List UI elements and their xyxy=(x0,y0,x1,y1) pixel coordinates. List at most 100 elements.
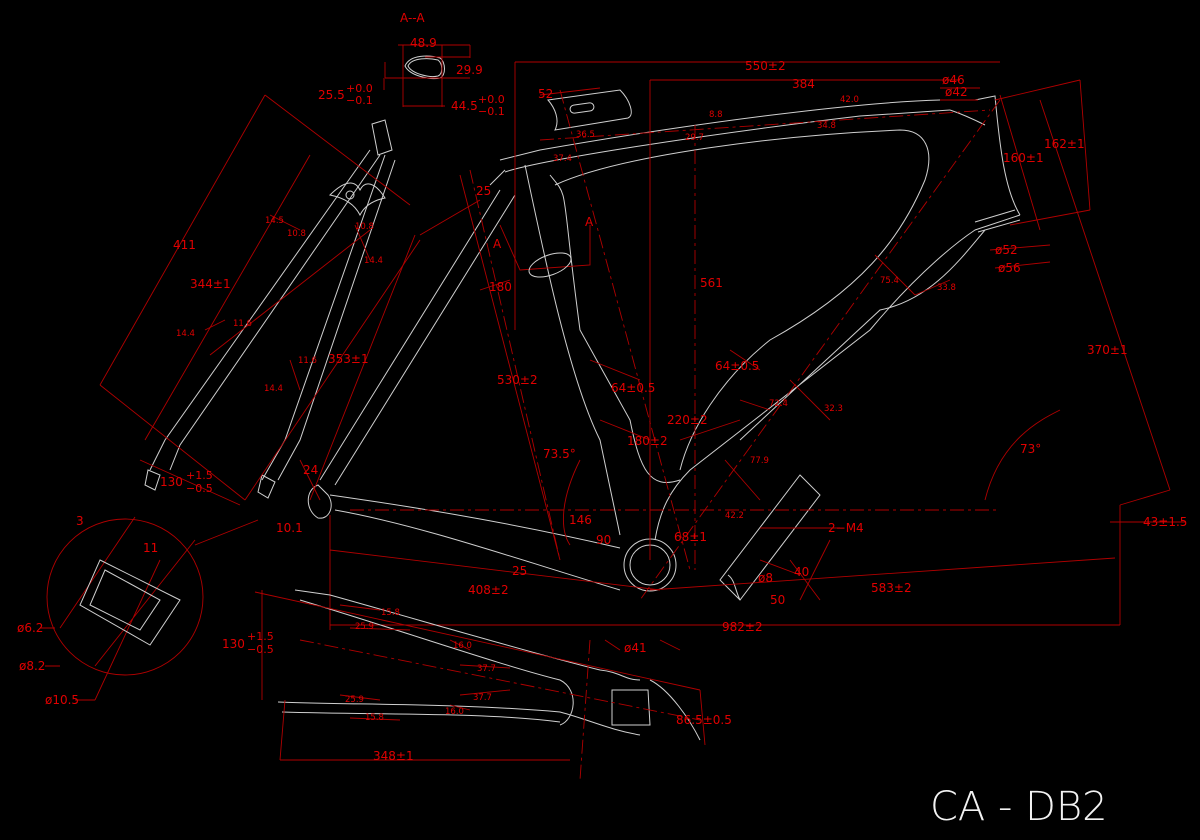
dim-label: 34.8 xyxy=(817,121,836,131)
dim-label: 3 xyxy=(76,514,84,528)
dim-label: ø42 xyxy=(945,85,968,99)
section-profile xyxy=(404,55,445,79)
dim-label: ø46 xyxy=(942,73,965,87)
dim-label: 15.8 xyxy=(365,713,384,723)
dim-label: 33.8 xyxy=(937,283,956,293)
dim-label: 50 xyxy=(770,593,785,607)
fork xyxy=(99,94,421,506)
dim-label: 37.4 xyxy=(553,154,572,164)
lower-stay xyxy=(277,701,641,736)
dim-label: 408±2 xyxy=(468,583,509,597)
motor-mount xyxy=(719,474,821,601)
dim-label: 220±2 xyxy=(667,413,708,427)
fork-crown xyxy=(328,182,386,217)
dim-label: 583±2 xyxy=(871,581,912,595)
dim-label: 86.5±0.5 xyxy=(676,713,732,727)
rear-dropout xyxy=(307,484,332,519)
dim-label: 11.6 xyxy=(298,356,317,366)
tolerance-minus: −0.1 xyxy=(478,105,505,118)
dim-label: 64±0.5 xyxy=(715,359,759,373)
dim-label: ø8.2 xyxy=(19,659,45,673)
dim-label: 146 xyxy=(569,513,592,527)
dim-label: 130 xyxy=(222,637,245,651)
tolerance-minus: −0.1 xyxy=(346,94,373,107)
dim-label: ø6.2 xyxy=(17,621,43,635)
fork-dropout-left xyxy=(144,469,161,491)
dim-label: ø41 xyxy=(624,641,647,655)
chain-stay xyxy=(329,494,621,591)
rear-triangle xyxy=(254,589,706,781)
section-outer-width-label: 44.5 xyxy=(451,99,478,113)
dim-label: 42.0 xyxy=(840,95,859,105)
dim-label: 160±1 xyxy=(1003,151,1044,165)
section-title: A--A xyxy=(400,11,425,25)
tolerance-plus: +1.5 xyxy=(186,469,213,482)
dim-label: 24 xyxy=(303,463,318,477)
dim-label: 561 xyxy=(700,276,723,290)
rear-bb-shell xyxy=(611,679,701,741)
dim-label: 72.4 xyxy=(769,399,788,409)
tolerance-minus: −0.5 xyxy=(247,643,274,656)
dim-label: 15.8 xyxy=(381,608,400,618)
dim-label: 16.0 xyxy=(445,707,464,717)
main-frame xyxy=(307,89,1021,601)
section-outer-height-label: 25.5 xyxy=(318,88,345,102)
dim-label: 14.4 xyxy=(264,384,283,394)
dim-label: 90 xyxy=(596,533,611,547)
fork-blade-left xyxy=(149,149,381,471)
dim-label: 42.2 xyxy=(725,511,744,521)
dim-label: 32.3 xyxy=(824,404,843,414)
dim-label: 180 xyxy=(489,280,512,294)
tolerance-plus: +0.0 xyxy=(346,82,373,95)
dim-label: 180±2 xyxy=(627,434,668,448)
dim-label: 130 xyxy=(160,475,183,489)
dim-label: 982±2 xyxy=(722,620,763,634)
dim-label: 64±0.5 xyxy=(611,381,655,395)
dim-label: 25 xyxy=(476,184,491,198)
dim-label: 36.5 xyxy=(576,130,595,140)
tolerance-minus: −0.5 xyxy=(186,482,213,495)
dim-label: 68±1 xyxy=(674,530,707,544)
dim-label: ø8 xyxy=(758,571,773,585)
dim-label: 43±1.5 xyxy=(1143,515,1187,529)
down-tube xyxy=(654,214,1021,541)
main-frame-labels: 550±2 384 ø46 ø42 52 36.5 37.4 8.8 29.7 … xyxy=(276,59,1187,634)
dim-label: 550±2 xyxy=(745,59,786,73)
dim-label: ø56 xyxy=(998,261,1021,275)
seat-angle-label: 73.5° xyxy=(543,447,576,461)
dim-label: 11.6 xyxy=(233,319,252,329)
rear-triangle-labels: 130 +1.5 −0.5 15.8 25.9 16.0 37.7 ø41 86… xyxy=(222,608,732,763)
seat-stay xyxy=(319,169,516,486)
dropout-detail xyxy=(40,516,259,701)
dim-label: 16.0 xyxy=(453,641,472,651)
dim-label: 14.4 xyxy=(364,256,383,266)
dim-label: 25.9 xyxy=(355,622,374,632)
dim-label: ø10.5 xyxy=(45,693,79,707)
fork-dropout-right xyxy=(257,474,276,499)
section-labels: A--A 48.9 29.9 25.5 +0.0 −0.1 44.5 +0.0 … xyxy=(318,11,594,251)
fork-steerer xyxy=(371,119,393,156)
dim-label: 348±1 xyxy=(373,749,414,763)
dim-label: 37.7 xyxy=(477,664,496,674)
dim-label: 10.1 xyxy=(276,521,303,535)
dim-label: 11 xyxy=(143,541,158,555)
section-view-a-a xyxy=(383,44,471,107)
dim-label: 52 xyxy=(538,87,553,101)
dim-label: 37.7 xyxy=(473,693,492,703)
upper-stay xyxy=(294,589,641,726)
seat-tube xyxy=(524,164,681,536)
dim-label: 29.7 xyxy=(685,133,704,143)
dim-label: 162±1 xyxy=(1044,137,1085,151)
dim-label: 353±1 xyxy=(328,352,369,366)
main-frame-dimension-lines xyxy=(299,61,1185,630)
dim-label: 411 xyxy=(173,238,196,252)
head-angle-label: 73° xyxy=(1020,442,1041,456)
front-triangle-inner xyxy=(554,129,930,471)
top-tube-port xyxy=(547,89,632,131)
dim-label: 77.9 xyxy=(750,456,769,466)
dim-label: 8.8 xyxy=(709,110,723,120)
dim-label: 40 xyxy=(794,565,809,579)
dim-label: 75.4 xyxy=(880,276,899,286)
dim-label: ø52 xyxy=(995,243,1018,257)
